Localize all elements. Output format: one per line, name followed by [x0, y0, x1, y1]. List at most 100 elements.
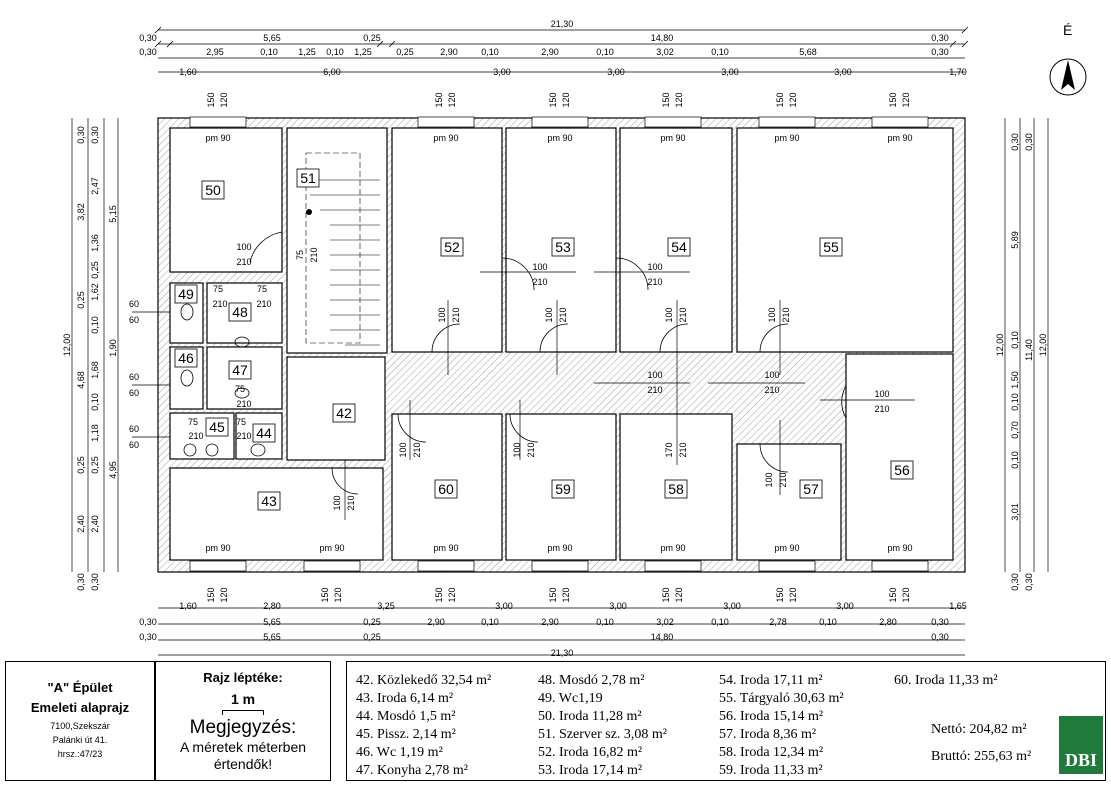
dim-top-row3: 3,00 [607, 67, 625, 77]
logo-text: DBI [1064, 750, 1097, 770]
window [758, 116, 816, 128]
pm-label: pm 90 [547, 543, 572, 553]
room-number-55: 55 [819, 237, 843, 257]
dim-bottom-row2: 0,30 [139, 617, 157, 627]
dim-right: 1,50 [1010, 371, 1020, 389]
dim-top-row3: 1,60 [179, 67, 197, 77]
window [531, 560, 589, 572]
legend-entry: 60. Iroda 11,33 m² [894, 673, 998, 688]
door-size-label: 100 [437, 307, 447, 322]
dim-top-row2: 1,25 [354, 47, 372, 57]
door-size-label: 210 [874, 404, 889, 414]
dim-bottom-row1: 3,00 [495, 601, 513, 611]
window [871, 116, 929, 128]
dbi-logo: DBI [1059, 716, 1103, 774]
door-size-label: 75 [235, 384, 245, 394]
dim-bottom-row2: 0,10 [596, 617, 614, 627]
dim-left: 0,25 [90, 261, 100, 279]
dim-top-row2: 0,25 [396, 47, 414, 57]
dim-left: 0,30 [90, 573, 100, 591]
legend-entry: 47. Konyha 2,78 m² [356, 763, 468, 778]
window-width-label: 120 [219, 92, 229, 107]
room-number-60: 60 [434, 479, 458, 499]
dim-top-row3: 3,00 [721, 67, 739, 77]
legend-entry: 43. Iroda 6,14 m² [356, 691, 454, 706]
window-height-label: 150 [434, 92, 444, 107]
dim-top-row3: 3,00 [493, 67, 511, 77]
door-size-label: 210 [678, 307, 688, 322]
dim-left: 3,82 [76, 203, 86, 221]
dim-left: 0,30 [76, 126, 86, 144]
dim-bottom-row2: 2,90 [427, 617, 445, 627]
dim-right: 12,00 [1038, 334, 1048, 357]
dim-left: 0,25 [90, 456, 100, 474]
room-number-text: 44 [256, 425, 272, 441]
window-width-label: 120 [447, 587, 457, 602]
dim-right: 12,00 [995, 334, 1005, 357]
dim-left: 12,00 [62, 334, 72, 357]
dim-bottom-row2: 0,10 [481, 617, 499, 627]
room-number-48: 48 [228, 302, 252, 322]
door-size-label: 210 [764, 385, 779, 395]
room-number-text: 50 [205, 182, 221, 198]
dim-top-row2: 0,30 [931, 47, 949, 57]
legend-column-1: 42. Közlekedő 32,54 m² 43. Iroda 6,14 m²… [356, 672, 491, 780]
dim-left: 2,40 [76, 515, 86, 533]
room-number-47: 47 [228, 360, 252, 380]
door-size-label: 100 [647, 370, 662, 380]
door-size-label: 210 [778, 472, 788, 487]
dim-top-row2: 0,10 [596, 47, 614, 57]
door-size-label: 60 [129, 440, 139, 450]
dim-right: 3,01 [1010, 503, 1020, 521]
dim-top-row3: 3,00 [834, 67, 852, 77]
window [644, 560, 702, 572]
north-arrow-icon [1049, 58, 1087, 96]
pm-label: pm 90 [660, 133, 685, 143]
dim-top-row2: 0,10 [326, 47, 344, 57]
door-size-label: 100 [398, 442, 408, 457]
door-size-label: 75 [236, 417, 246, 427]
room-number-text: 43 [261, 493, 277, 509]
door-size-label: 60 [129, 424, 139, 434]
legend-entry: 46. Wc 1,19 m² [356, 745, 443, 760]
window [531, 116, 589, 128]
dim-left: 1,62 [90, 283, 100, 301]
scale-bar [222, 710, 264, 715]
note-label: Megjegyzés: [189, 717, 297, 738]
door-size-label: 210 [558, 307, 568, 322]
dim-top-row2: 0,10 [711, 47, 729, 57]
room-number-46: 46 [174, 348, 198, 368]
dim-top-row1: 0,30 [139, 33, 157, 43]
door-size-label: 210 [309, 247, 319, 262]
legend-entry: 48. Mosdó 2,78 m² [538, 673, 645, 688]
legend-entry: 56. Iroda 15,14 m² [719, 709, 824, 724]
dim-top-row1: 0,25 [363, 33, 381, 43]
dim-right: 11,40 [1024, 339, 1034, 361]
dim-right: 0,30 [1010, 133, 1020, 151]
dim-top-row2: 2,95 [206, 47, 224, 57]
room-number-54: 54 [667, 237, 691, 257]
dim-bottom-row2: 0,10 [711, 617, 729, 627]
window-height-label: 150 [661, 92, 671, 107]
dim-left: 2,47 [90, 177, 100, 195]
room-43 [169, 467, 384, 561]
dim-bottom-row1: 3,25 [377, 601, 395, 611]
pm-label: pm 90 [774, 133, 799, 143]
dim-left: 4,95 [108, 461, 118, 479]
door-size-label: 210 [526, 442, 536, 457]
address-line-3: hrsz.:47/23 [57, 749, 103, 759]
legend-entry: 54. Iroda 17,11 m² [719, 673, 823, 688]
room-number-45: 45 [205, 417, 229, 437]
dim-top-row3: 1,70 [949, 67, 967, 77]
room-number-text: 60 [438, 481, 454, 497]
building-name: "A" Épület [47, 680, 113, 695]
dim-right: 0,10 [1010, 331, 1020, 349]
legend-entry: 55. Tárgyaló 30,63 m² [719, 691, 844, 706]
dim-top-row2: 1,25 [298, 47, 316, 57]
window-width-label: 120 [561, 587, 571, 602]
dim-bottom-row2: 3,02 [656, 617, 674, 627]
pm-label: pm 90 [205, 543, 230, 553]
window [644, 116, 702, 128]
dim-top-row2: 2,90 [440, 47, 458, 57]
room-number-text: 46 [178, 350, 194, 366]
